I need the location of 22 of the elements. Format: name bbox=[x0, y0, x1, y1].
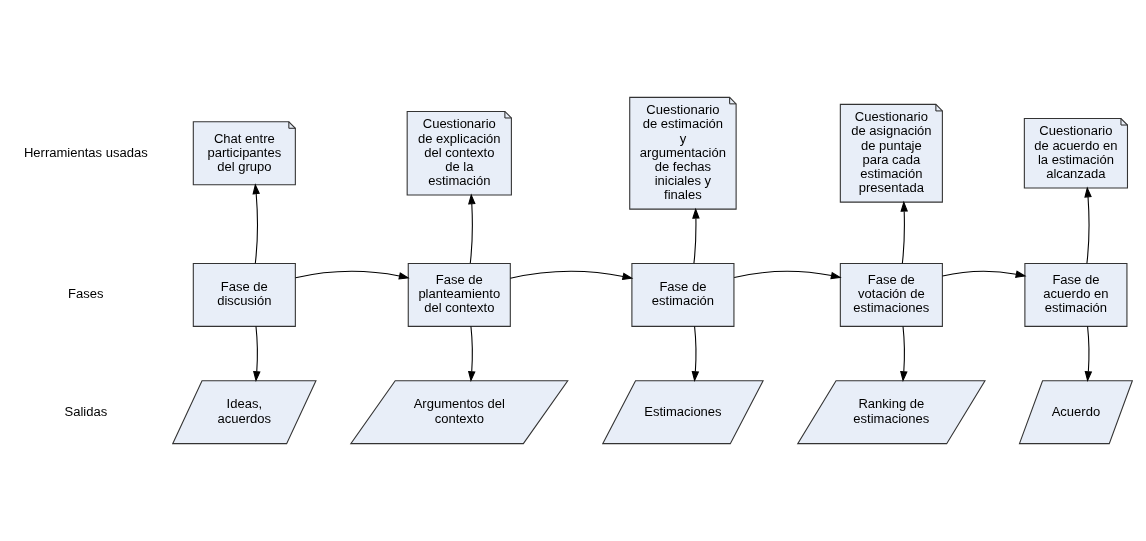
node-box: Fase de votación de estimaciones bbox=[839, 262, 943, 327]
arrow bbox=[1084, 326, 1093, 383]
arrow bbox=[900, 326, 908, 383]
arrow bbox=[692, 207, 700, 264]
label: Salidas bbox=[64, 403, 108, 419]
arrow bbox=[253, 326, 261, 383]
label: Fases bbox=[68, 286, 104, 302]
arrow bbox=[691, 326, 700, 383]
node-box: Fase de acuerdo en estimación bbox=[1024, 262, 1128, 327]
arrow bbox=[295, 270, 410, 280]
arrow bbox=[1084, 186, 1092, 264]
node-box: Fase de estimación bbox=[631, 262, 735, 327]
arrow bbox=[733, 270, 842, 280]
node-box: Fase de planteamiento del contexto bbox=[407, 262, 511, 327]
arrow bbox=[942, 270, 1027, 278]
arrow bbox=[252, 183, 260, 264]
arrow bbox=[900, 200, 908, 264]
arrow bbox=[468, 193, 476, 264]
arrow bbox=[509, 270, 634, 281]
node-box: Fase de discusión bbox=[192, 262, 296, 327]
label: Herramientas usadas bbox=[23, 144, 148, 160]
arrow bbox=[467, 326, 476, 383]
